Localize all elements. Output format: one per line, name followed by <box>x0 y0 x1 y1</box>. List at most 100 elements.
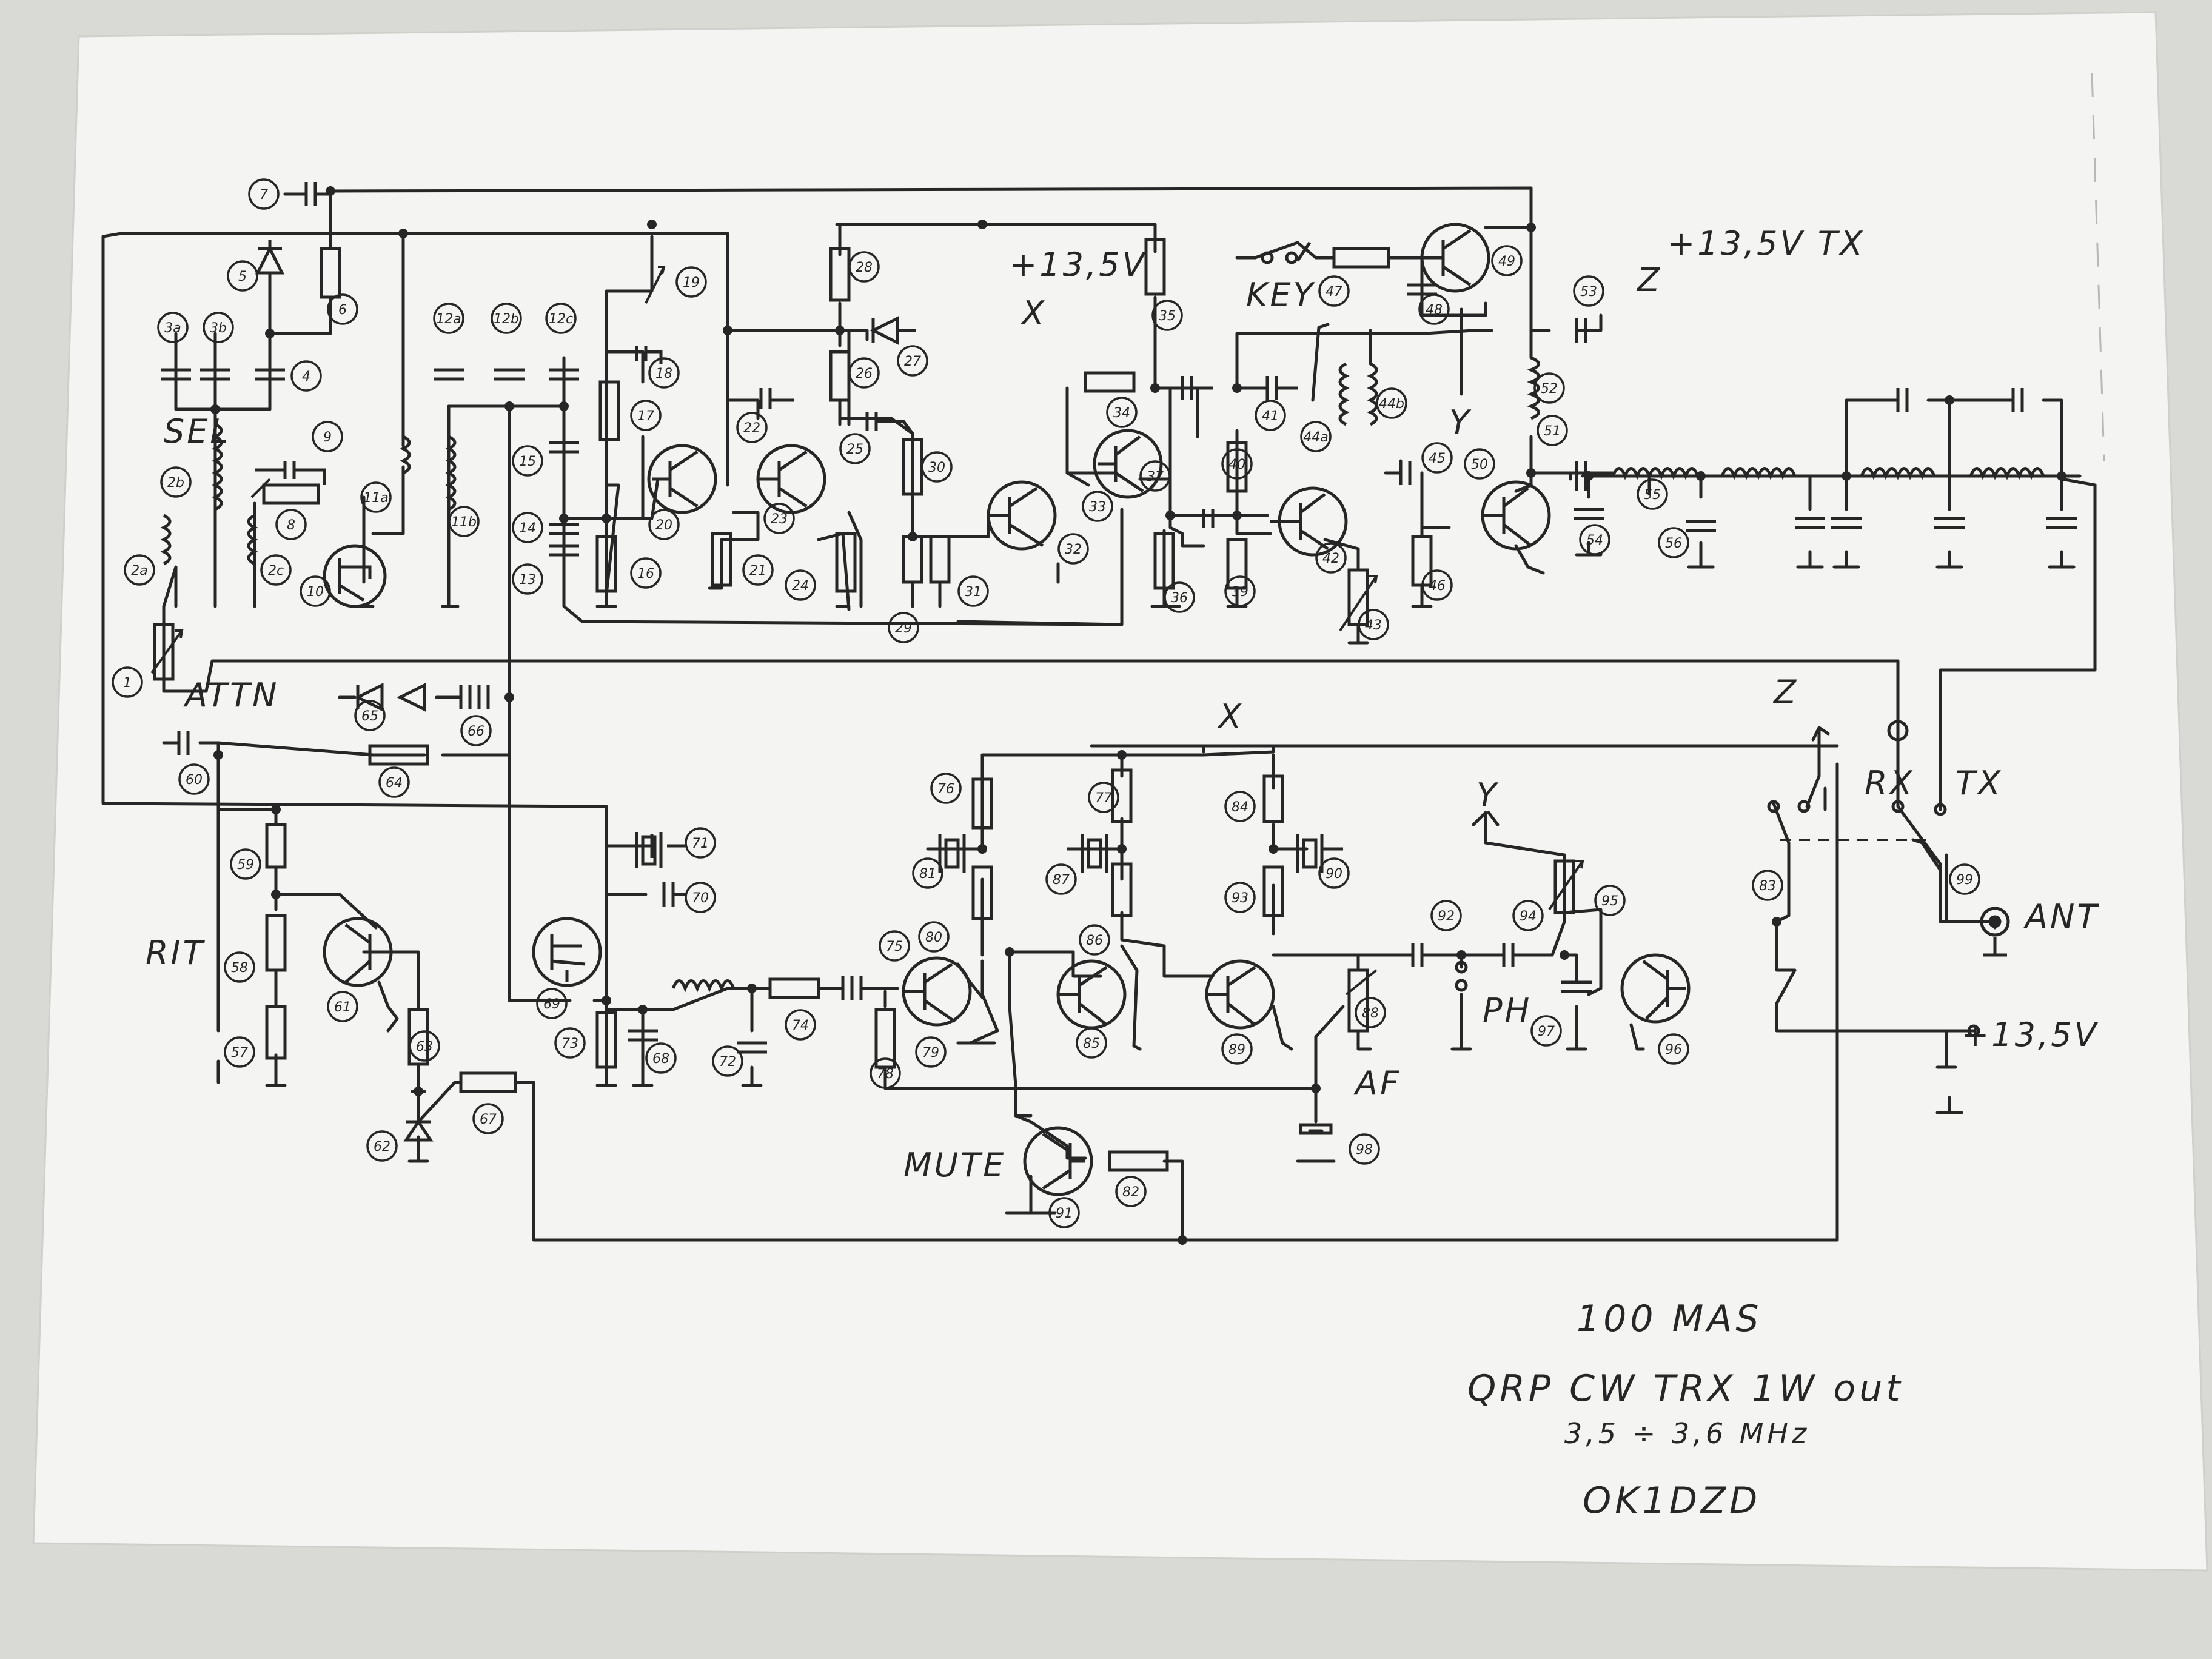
part-ring <box>648 509 680 540</box>
part-number-59: 59 <box>237 857 254 873</box>
part-number-51: 51 <box>1544 424 1561 439</box>
part-number-11a: 11a <box>363 491 388 506</box>
tx-label: TX <box>1956 764 2003 802</box>
part-ring <box>888 612 919 643</box>
part-number-11b: 11b <box>451 515 477 530</box>
part-number-83: 83 <box>1759 879 1776 894</box>
supply-tx-label: +13,5V TX <box>1667 224 1865 263</box>
part-ring <box>1315 542 1347 574</box>
part-ring <box>915 1036 947 1068</box>
part-number-40: 40 <box>1228 457 1245 472</box>
part-ring <box>785 569 816 601</box>
part-ring <box>918 921 950 953</box>
part-ring <box>1088 782 1119 813</box>
part-ring <box>1358 609 1389 640</box>
part-number-73: 73 <box>561 1036 578 1051</box>
part-number-17: 17 <box>637 409 654 424</box>
part-number-90: 90 <box>1326 866 1342 882</box>
part-ring <box>1594 885 1626 916</box>
part-number-71: 71 <box>692 836 709 851</box>
part-ring <box>512 512 543 543</box>
part-number-6: 6 <box>338 303 347 318</box>
part-ring <box>1115 1176 1147 1207</box>
part-ring <box>1045 863 1077 895</box>
part-number-16: 16 <box>637 566 654 581</box>
part-ring <box>545 303 577 334</box>
part-ring <box>1355 997 1386 1028</box>
part-ring <box>1658 1033 1689 1065</box>
part-ring <box>260 554 292 586</box>
part-number-86: 86 <box>1086 933 1103 948</box>
part-ring <box>300 575 331 607</box>
title-line-4: OK1DZD <box>1583 1480 1761 1522</box>
part-number-70: 70 <box>692 891 709 906</box>
part-ring <box>763 503 795 534</box>
part-number-26: 26 <box>856 366 873 381</box>
part-number-18: 18 <box>655 366 672 381</box>
part-number-81: 81 <box>919 866 936 882</box>
part-ring <box>248 178 280 210</box>
part-number-91: 91 <box>1056 1206 1073 1221</box>
part-ring <box>1464 448 1495 480</box>
part-number-94: 94 <box>1520 909 1537 924</box>
part-number-75: 75 <box>886 939 903 954</box>
supply-in-label: +13,5V <box>1962 1016 2099 1054</box>
part-ring <box>1057 533 1089 565</box>
part-ring <box>1349 1133 1380 1165</box>
part-ring <box>879 930 910 962</box>
part-ring <box>930 773 962 804</box>
part-ring <box>1573 275 1604 307</box>
part-ring <box>224 1036 255 1068</box>
part-number-60: 60 <box>186 773 203 788</box>
inductors <box>160 356 2045 993</box>
part-number-9: 9 <box>323 430 332 445</box>
part-number-20: 20 <box>655 518 672 533</box>
part-number-49: 49 <box>1498 254 1515 269</box>
part-number-48: 48 <box>1426 303 1443 318</box>
part-number-79: 79 <box>922 1045 939 1061</box>
part-ring <box>897 345 928 377</box>
part-number-34: 34 <box>1113 406 1130 421</box>
part-ring <box>685 827 716 859</box>
capacitors <box>161 182 2077 1054</box>
part-number-41: 41 <box>1262 409 1279 424</box>
title-line-2: QRP CW TRX 1W out <box>1467 1367 1904 1410</box>
part-ring <box>366 1130 398 1162</box>
key-label: KEY <box>1246 276 1316 314</box>
sel-label: SEL <box>164 412 230 451</box>
part-ring <box>685 882 716 913</box>
z-top-label: Z <box>1636 261 1662 299</box>
part-number-33: 33 <box>1089 500 1106 515</box>
part-number-5: 5 <box>238 269 247 284</box>
part-ring <box>1491 245 1523 276</box>
rx-label: RX <box>1865 764 1915 802</box>
part-ring <box>1164 581 1195 613</box>
part-number-52: 52 <box>1541 381 1558 397</box>
part-number-29: 29 <box>895 621 912 636</box>
x-bottom-label: X <box>1217 697 1244 736</box>
part-ring <box>1418 293 1450 325</box>
part-ring <box>312 421 343 452</box>
part-number-21: 21 <box>749 563 766 578</box>
part-ring <box>1224 575 1256 607</box>
part-number-4: 4 <box>302 369 310 384</box>
part-ring <box>1530 1015 1562 1047</box>
part-number-7: 7 <box>260 187 268 203</box>
part-ring <box>1512 900 1544 931</box>
part-ring <box>1376 387 1407 419</box>
part-ring <box>290 360 322 392</box>
part-number-77: 77 <box>1095 791 1112 806</box>
af-label: AF <box>1353 1064 1401 1102</box>
part-number-24: 24 <box>792 578 809 594</box>
title-line-3: 3,5 ÷ 3,6 MHz <box>1564 1417 1810 1450</box>
part-number-2a: 2a <box>131 563 147 578</box>
part-ring <box>712 1045 743 1077</box>
part-number-95: 95 <box>1601 894 1618 909</box>
y-top-label: Y <box>1449 403 1472 441</box>
part-ring <box>1048 1197 1080 1228</box>
crystals <box>635 832 1343 1135</box>
diodes <box>255 240 1312 1142</box>
part-number-74: 74 <box>792 1018 809 1033</box>
part-number-10: 10 <box>307 585 324 600</box>
part-ring <box>327 293 358 325</box>
